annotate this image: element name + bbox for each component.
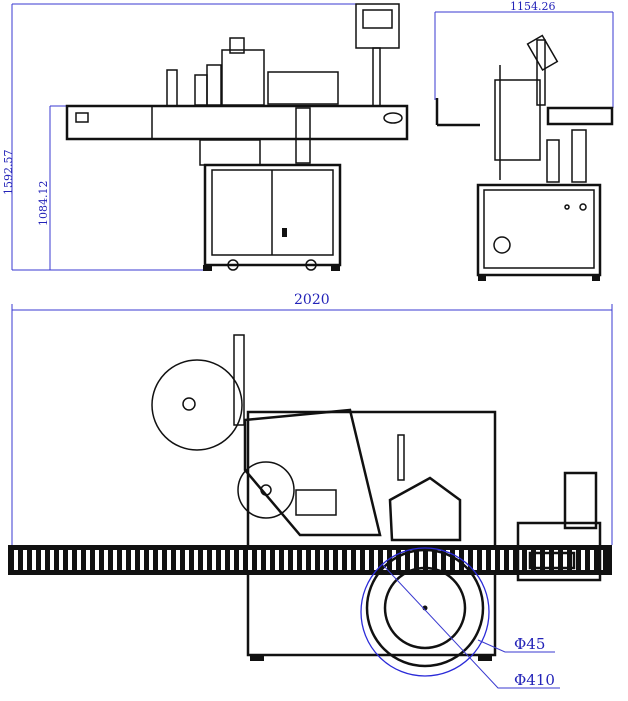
conveyor-rung [140,550,144,570]
conveyor-rung [545,550,549,570]
roll-arm [233,334,245,426]
conveyor-rung [104,550,108,570]
backing-roll [237,461,295,519]
conveyor-rung [446,550,450,570]
conveyor-beam [65,104,409,164]
label-roll [151,359,243,451]
conveyor-rung [482,550,486,570]
conveyor-rung [50,550,54,570]
conveyor-rung [185,550,189,570]
overall-height-label: 1592.57 [2,150,15,196]
conveyor-rung [122,550,126,570]
drive-box [516,521,602,582]
labeling-head [166,37,339,107]
conveyor-rung [419,550,423,570]
conveyor-rung [536,550,540,570]
conveyor-rung [212,550,216,570]
star-wheel [360,547,490,677]
height-dimension-lines [11,3,360,271]
conveyor-rung [338,550,342,570]
control-box [563,471,598,530]
front-view: 1592.57 1084.12 [2,3,409,271]
conveyor-rung [113,550,117,570]
conveyor-rung [275,550,279,570]
conveyor-rung [77,550,81,570]
conveyor-rung [167,550,171,570]
caster-wheel [305,259,317,271]
conveyor-rung [464,550,468,570]
conveyor-rung [59,550,63,570]
conveyor-rung [221,550,225,570]
conveyor-rung [239,550,243,570]
conveyor-rung [131,550,135,570]
bottle-diameter-label: Φ45 [514,635,545,653]
door-handle [282,228,287,237]
conveyor-rung [509,550,513,570]
conveyor-rung [284,550,288,570]
conveyor-rung [491,550,495,570]
conveyor-rung [158,550,162,570]
star-wheel-diameter-label: Φ410 [514,671,555,689]
conveyor-rung [302,550,306,570]
side-view: 1154.26 [434,0,614,281]
base-plate [246,410,497,657]
top-view: 2020 Φ45 Φ410 [8,292,613,689]
conveyor-rung [347,550,351,570]
caster-wheel [227,259,239,271]
conveyor-rung [374,550,378,570]
conveyor-rung [563,550,567,570]
side-cabinet [476,183,602,281]
pressing-unit [388,476,462,542]
bottle-diameter-leader [477,639,555,653]
adjust-mechanism [199,139,261,166]
labeling-head-plate [243,408,382,537]
conveyor-height-label: 1084.12 [37,181,50,227]
conveyor-rung [410,550,414,570]
conveyor-rung [293,550,297,570]
side-mechanism [435,34,614,183]
conveyor-rung [365,550,369,570]
conveyor-rung [266,550,270,570]
front-cabinet [203,163,342,271]
conveyor-chain [8,545,612,575]
conveyor-rung [95,550,99,570]
overall-depth-label: 1154.26 [510,0,556,13]
conveyor-rung [23,550,27,570]
conveyor-rung [257,550,261,570]
conveyor-rung [176,550,180,570]
star-wheel-diameter-circle [360,547,490,677]
conveyor-rung [311,550,315,570]
conveyor-rung [590,550,594,570]
conveyor-rung [437,550,441,570]
conveyor-rung [203,550,207,570]
conveyor-rung [149,550,153,570]
conveyor-rung [248,550,252,570]
conveyor-rung [32,550,36,570]
conveyor-rung [500,550,504,570]
conveyor-rung [401,550,405,570]
touch-screen-monitor [355,3,400,107]
conveyor-rung [320,550,324,570]
overall-length-label: 2020 [294,292,330,308]
star-wheel-diameter-leader [382,564,560,689]
conveyor-rung [86,550,90,570]
conveyor-rung [41,550,45,570]
conveyor-rung [383,550,387,570]
conveyor-rung [554,550,558,570]
conveyor-rung [68,550,72,570]
conveyor-rung [581,550,585,570]
conveyor-rung [194,550,198,570]
conveyor-rung [230,550,234,570]
conveyor-rung [518,550,522,570]
conveyor-rung [473,550,477,570]
conveyor-rung [14,550,18,570]
conveyor-rung [329,550,333,570]
conveyor-rung [356,550,360,570]
conveyor-rung [428,550,432,570]
